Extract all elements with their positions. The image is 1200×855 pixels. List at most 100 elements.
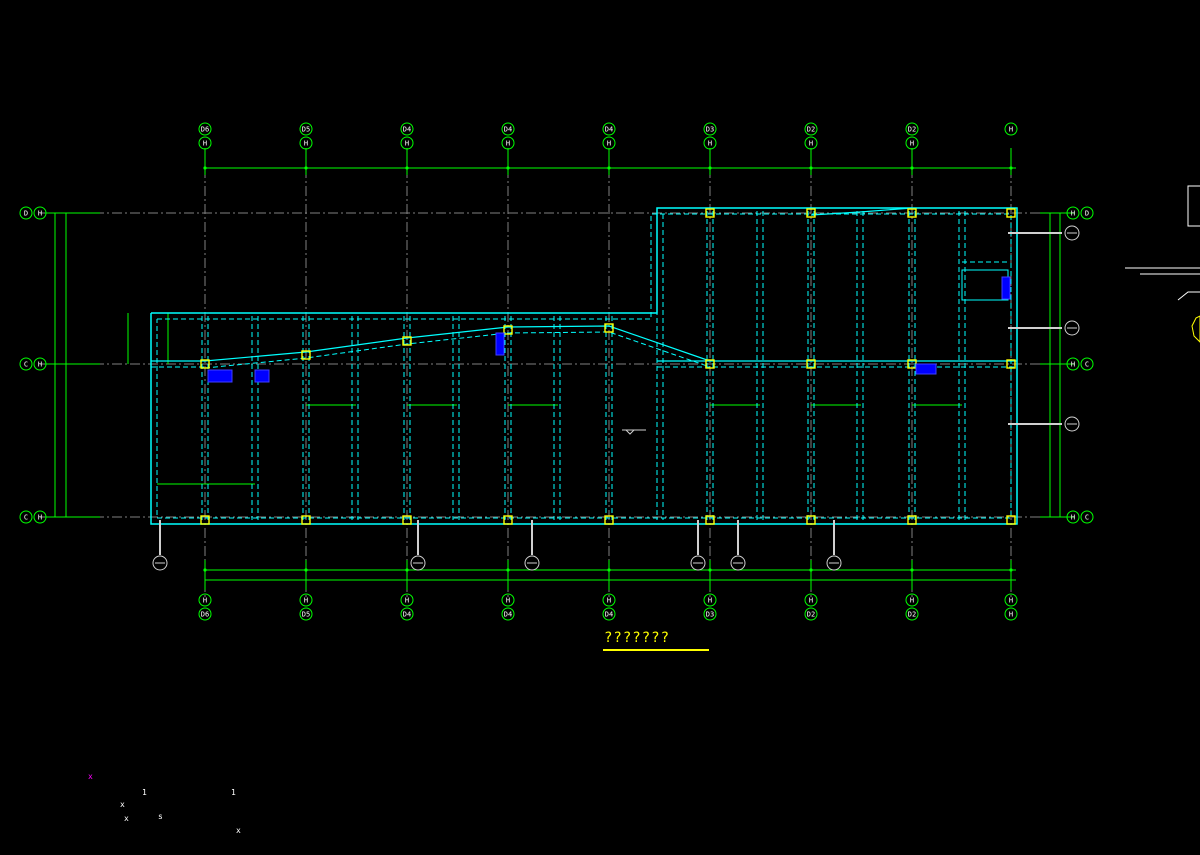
dim-node	[1009, 166, 1013, 170]
column	[503, 515, 513, 525]
axis-bubble-left-label: D	[24, 210, 28, 218]
detail-fragment	[1177, 291, 1200, 301]
fragment-text: x	[236, 826, 241, 835]
axis-bubble-bottom-label: D5	[302, 611, 310, 619]
axis-bubble-right-sub-label: H	[1071, 210, 1075, 218]
section-mark	[524, 555, 540, 571]
detail-fragment	[1191, 315, 1200, 343]
axis-bubble-bottom-label: D4	[504, 611, 512, 619]
column	[1006, 208, 1016, 218]
axis-bubble-bottom-label: D6	[201, 611, 209, 619]
axis-bubble-bottom-sub-label: H	[708, 597, 712, 605]
column	[301, 350, 311, 360]
axis-bubble-top	[703, 122, 717, 136]
axis-bubble-bottom-label: H	[1009, 611, 1013, 619]
column	[705, 515, 715, 525]
dim-node	[708, 166, 712, 170]
axis-bubble-top-label: D6	[201, 126, 209, 134]
axis-bubble-bottom-sub	[1004, 593, 1018, 607]
beam-sloped	[204, 325, 711, 362]
axis-bubble-top-sub	[299, 136, 313, 150]
column	[200, 515, 210, 525]
axis-bubble-bottom-label: D4	[403, 611, 411, 619]
axis-bubble-bottom	[804, 607, 818, 621]
column	[806, 515, 816, 525]
axis-bubble-left-sub-label: H	[38, 361, 42, 369]
opening	[915, 363, 937, 375]
axis-bubble-top-sub-label: H	[506, 140, 510, 148]
building-outline	[150, 207, 1018, 525]
column-markers	[200, 208, 1016, 525]
axis-bubble-bottom	[299, 607, 313, 621]
dimension-lines	[45, 148, 1075, 590]
axis-bubble-top-sub-label: H	[910, 140, 914, 148]
axis-bubble-top	[501, 122, 515, 136]
axis-bubble-left	[19, 357, 33, 371]
axis-bubble-bottom-sub	[703, 593, 717, 607]
axis-bubble-bottom-sub	[905, 593, 919, 607]
axis-bubble-bottom	[602, 607, 616, 621]
section-mark	[1064, 320, 1080, 336]
axis-bubble-top	[804, 122, 818, 136]
axis-bubble-top-label: D4	[403, 126, 411, 134]
axis-bubble-bottom-sub-label: H	[304, 597, 308, 605]
axis-bubble-bottom-sub	[400, 593, 414, 607]
dim-node	[506, 166, 510, 170]
axis-bubble-bottom	[501, 607, 515, 621]
axis-bubble-top-sub	[501, 136, 515, 150]
axis-bubbles: D6HHD6D5HHD5D4HHD4D4HHD4D4HHD4D3HHD3D2HH…	[19, 122, 1094, 621]
opening	[207, 369, 233, 383]
axis-bubble-bottom-sub-label: H	[1009, 597, 1013, 605]
beam-outlines	[150, 207, 1018, 525]
beam-sloped	[810, 207, 913, 216]
section-mark	[1064, 225, 1080, 241]
axis-bubble-bottom-sub-label: H	[506, 597, 510, 605]
dim-node	[203, 166, 207, 170]
axis-bubble-top-label: D3	[706, 126, 714, 134]
axis-bubble-bottom-sub-label: H	[405, 597, 409, 605]
axis-bubble-bottom-sub	[198, 593, 212, 607]
axis-bubble-bottom-sub	[804, 593, 818, 607]
section-mark	[826, 555, 842, 571]
axis-bubble-bottom	[198, 607, 212, 621]
axis-bubble-bottom	[400, 607, 414, 621]
section-mark	[730, 555, 746, 571]
column	[200, 359, 210, 369]
axis-bubble-top-sub-label: H	[405, 140, 409, 148]
fragment-text: s	[158, 812, 163, 821]
axis-bubble-bottom-label: D2	[807, 611, 815, 619]
axis-bubble-right-label: D	[1085, 210, 1089, 218]
axis-bubble-top-sub	[804, 136, 818, 150]
drawing-title: ???????	[604, 630, 671, 646]
dim-node	[203, 568, 207, 572]
dim-node	[1009, 568, 1013, 572]
axis-bubble-bottom	[905, 607, 919, 621]
cursor-marker: x	[88, 772, 93, 781]
axis-bubble-bottom-label: D4	[605, 611, 613, 619]
opening	[254, 369, 270, 383]
drawing-title-underline	[603, 649, 709, 651]
axis-bubble-right-label: C	[1085, 514, 1089, 522]
column	[402, 515, 412, 525]
axis-bubble-top	[905, 122, 919, 136]
axis-bubble-right-label: C	[1085, 361, 1089, 369]
section-mark	[410, 555, 426, 571]
axis-bubble-top	[602, 122, 616, 136]
dim-node	[708, 568, 712, 572]
dim-node	[304, 166, 308, 170]
fragment-text: 1	[142, 788, 147, 797]
axis-bubble-top-label: D5	[302, 126, 310, 134]
dim-node	[910, 568, 914, 572]
axis-bubble-right-sub	[1066, 510, 1080, 524]
dim-node	[405, 166, 409, 170]
dim-node	[809, 568, 813, 572]
axis-bubble-left-sub	[33, 357, 47, 371]
axis-bubble-top-sub	[602, 136, 616, 150]
axis-lines	[40, 150, 1040, 600]
beam-sloped	[204, 331, 711, 369]
axis-bubble-top-label: D2	[908, 126, 916, 134]
axis-bubble-bottom-sub	[299, 593, 313, 607]
column	[503, 325, 513, 335]
axis-bubble-left-sub-label: H	[38, 514, 42, 522]
